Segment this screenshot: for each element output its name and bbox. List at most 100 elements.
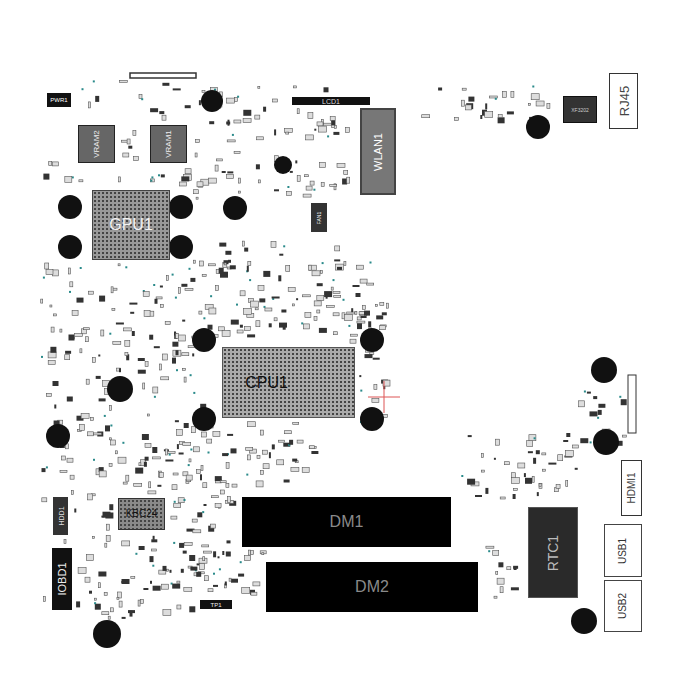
smd-component [263, 271, 270, 277]
smd-component [135, 468, 143, 474]
part-label: HDMI1 [627, 472, 637, 503]
smd-component [183, 443, 191, 446]
board-part: VRAM1 [150, 125, 187, 163]
smd-component [43, 277, 45, 279]
smd-component [357, 323, 362, 329]
smd-component [330, 117, 335, 121]
smd-component [157, 485, 161, 487]
smd-component [360, 279, 367, 283]
smd-component [230, 265, 236, 269]
smd-component [528, 451, 533, 453]
smd-component [284, 480, 290, 483]
smd-component [202, 275, 206, 277]
part-label: PWR1 [50, 97, 67, 103]
smd-component [162, 354, 167, 360]
smd-component [302, 295, 310, 297]
screw-hole [526, 115, 550, 139]
smd-component [224, 260, 229, 264]
smd-component [181, 569, 184, 573]
smd-component [119, 177, 121, 182]
smd-component [333, 279, 335, 281]
smd-component [118, 457, 126, 463]
smd-component [228, 496, 231, 502]
smd-component [497, 578, 504, 584]
smd-component [45, 263, 49, 269]
smd-component [175, 297, 177, 299]
smd-component [274, 129, 276, 135]
smd-component [194, 190, 199, 194]
smd-component [46, 270, 53, 275]
smd-component [485, 111, 493, 117]
smd-component [81, 413, 89, 418]
smd-component [209, 308, 216, 314]
smd-component [144, 462, 147, 467]
smd-component [334, 295, 341, 297]
smd-component [309, 265, 312, 270]
smd-component [147, 414, 149, 416]
smd-component [111, 440, 116, 445]
smd-component [197, 182, 203, 187]
smd-component [173, 542, 175, 544]
smd-component [240, 325, 243, 328]
smd-component [309, 446, 316, 448]
smd-component [184, 423, 189, 428]
screw-hole [192, 328, 216, 352]
smd-component [222, 330, 230, 336]
smd-component [356, 265, 363, 269]
smd-component [232, 484, 237, 487]
smd-component [176, 350, 179, 355]
smd-component [262, 450, 267, 454]
smd-component [485, 103, 487, 109]
smd-component [542, 453, 546, 455]
smd-component [494, 458, 496, 460]
smd-component [320, 162, 326, 167]
smd-component [208, 178, 216, 183]
smd-component [153, 387, 158, 393]
smd-component [49, 162, 52, 166]
smd-component [119, 80, 127, 82]
smd-component [305, 313, 311, 318]
smd-component [150, 581, 152, 584]
smd-component [213, 551, 216, 557]
smd-component [159, 472, 163, 477]
smd-component [229, 578, 231, 581]
smd-component [190, 449, 192, 451]
smd-component [529, 435, 536, 441]
smd-component [166, 276, 168, 281]
smd-component [126, 475, 129, 481]
smd-component [154, 396, 156, 398]
smd-component [192, 353, 194, 356]
part-label: CPU1 [245, 375, 288, 391]
smd-component [131, 577, 135, 579]
smd-component [60, 471, 67, 473]
screw-hole [591, 357, 617, 383]
smd-component [46, 466, 48, 468]
smd-component [178, 498, 184, 503]
smd-component [278, 275, 281, 281]
smd-component [190, 278, 195, 282]
smd-component [422, 115, 430, 118]
smd-component [46, 393, 51, 396]
smd-component [128, 610, 135, 613]
smd-component [277, 460, 284, 465]
smd-component [152, 565, 154, 567]
smd-component [271, 241, 276, 247]
part-label: VRAM2 [93, 130, 101, 158]
smd-component [88, 494, 93, 500]
smd-component [311, 451, 318, 454]
smd-component [99, 398, 106, 401]
smd-component [244, 327, 250, 331]
smd-component [154, 346, 160, 348]
smd-component [593, 396, 597, 399]
smd-component [227, 140, 235, 142]
smd-component [368, 321, 371, 327]
smd-component [95, 598, 97, 600]
smd-component [305, 175, 309, 177]
smd-component [70, 282, 73, 287]
smd-component [145, 362, 148, 367]
smd-component [149, 335, 153, 340]
smd-component [52, 162, 58, 166]
smd-component [321, 183, 324, 187]
smd-component [193, 260, 195, 263]
smd-component [480, 115, 482, 119]
